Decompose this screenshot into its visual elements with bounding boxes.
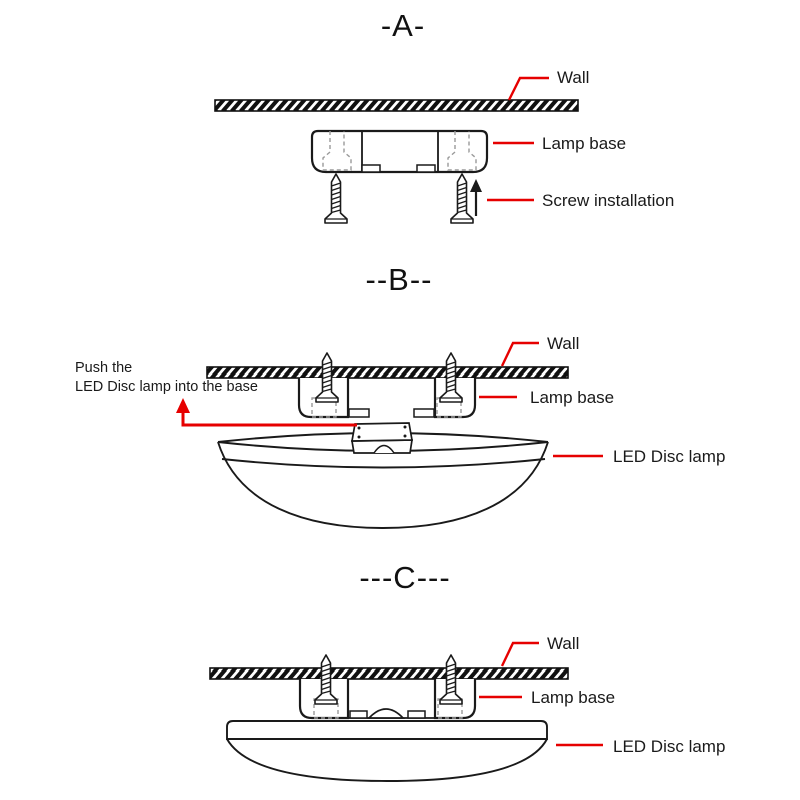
label-wall-b: Wall — [547, 334, 580, 353]
label-lamp-base-a: Lamp base — [542, 134, 627, 153]
label-wall-a: Wall — [557, 68, 590, 87]
label-led-disc-lamp-b: LED Disc lamp — [613, 447, 726, 466]
led-disc-lamp-c — [226, 720, 548, 782]
section-c-title: ---C--- — [359, 560, 451, 595]
lamp-connector-b — [350, 422, 414, 454]
label-led-disc-lamp-c: LED Disc lamp — [613, 737, 726, 756]
lamp-base-c — [298, 679, 477, 720]
label-lamp-base-c: Lamp base — [531, 688, 616, 707]
wall-hatch-c — [209, 667, 569, 680]
leader-lines-c — [479, 641, 603, 747]
leader-lines-b — [479, 341, 603, 458]
screw-icon — [324, 173, 348, 224]
push-note-line1: Push the — [75, 360, 133, 376]
push-arrow-icon — [176, 398, 357, 427]
label-lamp-base-b: Lamp base — [530, 388, 615, 407]
lamp-base-a — [310, 129, 489, 174]
up-arrow-icon — [470, 179, 482, 216]
section-b-drawing — [176, 341, 603, 529]
push-note-line2: LED Disc lamp into the base — [75, 379, 258, 395]
screw-icon — [450, 173, 474, 224]
section-c-drawing — [209, 641, 603, 782]
section-a-title: -A- — [380, 8, 426, 43]
wall-hatch-b — [206, 366, 569, 379]
push-note: Push the LED Disc lamp into the base — [75, 359, 258, 397]
section-a-drawing — [214, 76, 579, 224]
leader-lines-a — [487, 76, 549, 202]
label-screw-installation-a: Screw installation — [542, 191, 675, 210]
label-wall-c: Wall — [547, 634, 580, 653]
wall-hatch-a — [214, 99, 579, 112]
section-b-title: --B-- — [365, 262, 433, 297]
